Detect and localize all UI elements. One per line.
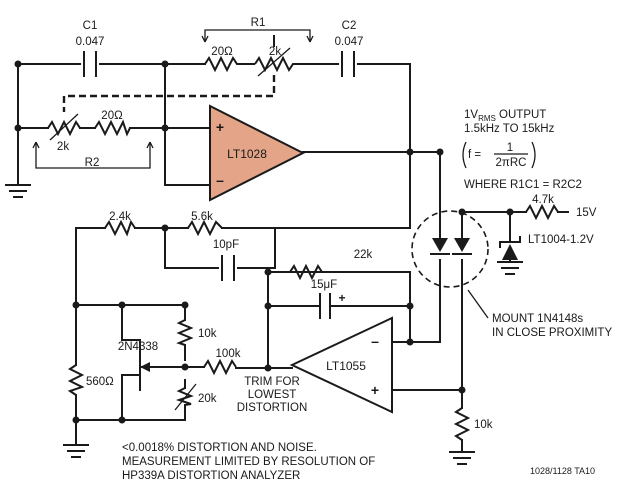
r-22k-label: 22k bbox=[354, 249, 373, 261]
junction-dots bbox=[14, 60, 514, 424]
formula-denominator: 2πRC bbox=[496, 157, 527, 169]
figure-id: 1028/1128 TA10 bbox=[530, 466, 595, 476]
wires bbox=[17, 63, 569, 453]
reference-lt1004 bbox=[499, 236, 521, 260]
opamp-lt1055 bbox=[289, 316, 393, 414]
c-10pf-label: 10pF bbox=[213, 239, 239, 251]
c1-name: C1 bbox=[83, 20, 98, 32]
trim-line-1: TRIM FOR bbox=[244, 376, 300, 388]
r1-r2-tracking-link bbox=[62, 75, 276, 112]
opamp2-minus: – bbox=[371, 333, 379, 349]
jfet-label: 2N4338 bbox=[118, 341, 158, 353]
mount-leader bbox=[467, 289, 489, 319]
diode-proximity-circle bbox=[411, 210, 489, 288]
c2-value: 0.047 bbox=[335, 36, 364, 48]
r-100k-label: 100k bbox=[216, 348, 241, 360]
labels: C1 0.047 R1 20Ω 2k C2 0.047 20Ω 2k R2 LT… bbox=[57, 17, 613, 482]
ground-reference bbox=[497, 261, 523, 275]
mount-line-2: IN CLOSE PROXIMITY bbox=[492, 327, 612, 339]
diode-d2 bbox=[452, 238, 472, 255]
resistor-5-6k bbox=[187, 219, 223, 237]
c-15uf-plus: + bbox=[338, 291, 345, 305]
r2-pot-value: 2k bbox=[57, 141, 69, 153]
formula-parens bbox=[462, 141, 536, 169]
resistor-r1-fixed bbox=[204, 55, 255, 73]
trim-line-3: DISTORTION bbox=[237, 402, 308, 414]
jfet-2n4338 bbox=[121, 339, 150, 391]
capacitor-c2 bbox=[341, 51, 355, 77]
r1-pot-value: 2k bbox=[269, 46, 281, 58]
capacitor-c1 bbox=[83, 51, 97, 77]
r2-bracket bbox=[32, 141, 154, 169]
r-4-7k-label: 4.7k bbox=[532, 194, 554, 206]
output-text: OUTPUT bbox=[496, 109, 546, 121]
output-label: 1VRMS OUTPUT bbox=[464, 109, 546, 123]
note-line-1: <0.0018% DISTORTION AND NOISE. bbox=[122, 442, 317, 454]
r-560-label: 560Ω bbox=[86, 376, 114, 388]
trim-line-2: LOWEST bbox=[248, 389, 297, 401]
r1-name: R1 bbox=[251, 17, 266, 29]
resistor-100k bbox=[203, 358, 237, 376]
r2-name: R2 bbox=[85, 157, 100, 169]
ground-bottom-left bbox=[63, 444, 89, 458]
capacitor-10pf bbox=[221, 255, 235, 281]
mount-line-1: MOUNT 1N4148s bbox=[492, 313, 583, 325]
c2-name: C2 bbox=[342, 20, 357, 32]
opamp2-label: LT1055 bbox=[326, 359, 366, 373]
ground-left bbox=[5, 184, 31, 198]
resistor-2-4k bbox=[104, 219, 136, 237]
r2-fixed-value: 20Ω bbox=[101, 110, 123, 122]
r-20k-label: 20k bbox=[198, 393, 217, 405]
resistor-r1-pot bbox=[254, 35, 320, 77]
resistor-560 bbox=[67, 364, 85, 396]
opamp1-minus: – bbox=[216, 172, 224, 188]
note-line-3: HP339A DISTORTION ANALYZER bbox=[122, 470, 300, 482]
resistor-10k-pot bbox=[176, 319, 194, 346]
r-2-4k-label: 2.4k bbox=[109, 211, 131, 223]
r-10k-pot-label: 10k bbox=[198, 328, 217, 340]
opamp2-plus: + bbox=[371, 382, 379, 398]
c-15uf-label: 15μF bbox=[311, 279, 337, 291]
opamp-lt1028 bbox=[209, 104, 306, 202]
opamp1-label: LT1028 bbox=[227, 147, 267, 161]
r1-bracket bbox=[201, 29, 314, 43]
output-range: 1.5kHz TO 15kHz bbox=[464, 123, 555, 135]
resistor-r2-fixed bbox=[94, 119, 131, 137]
ground-bottom-right bbox=[449, 451, 475, 465]
resistor-10k-bottom bbox=[453, 407, 471, 441]
diode-d1 bbox=[430, 238, 450, 255]
resistor-22k bbox=[289, 263, 323, 281]
opamp1-plus: + bbox=[216, 119, 224, 135]
output-vrms: 1V bbox=[464, 109, 478, 121]
supply-label: 15V bbox=[576, 207, 597, 219]
opamp-lt1028-triangle bbox=[209, 104, 306, 202]
ref-label: LT1004-1.2V bbox=[528, 234, 594, 246]
capacitor-15uf bbox=[319, 293, 331, 319]
r1-fixed-value: 20Ω bbox=[211, 46, 233, 58]
resistor-r2-pot bbox=[47, 113, 81, 141]
resistor-4-7k bbox=[525, 203, 559, 221]
formula-numerator: 1 bbox=[507, 142, 513, 154]
formula-f: f = bbox=[468, 149, 481, 161]
c1-value: 0.047 bbox=[76, 36, 105, 48]
r-10k-bottom-label: 10k bbox=[474, 419, 493, 431]
note-line-2: MEASUREMENT LIMITED BY RESOLUTION OF bbox=[122, 456, 375, 468]
resistor-20k-pot bbox=[174, 383, 197, 411]
where-equation: WHERE R1C1 = R2C2 bbox=[464, 179, 582, 191]
r-5-6k-label: 5.6k bbox=[191, 211, 213, 223]
output-rms-sub: RMS bbox=[478, 114, 496, 123]
